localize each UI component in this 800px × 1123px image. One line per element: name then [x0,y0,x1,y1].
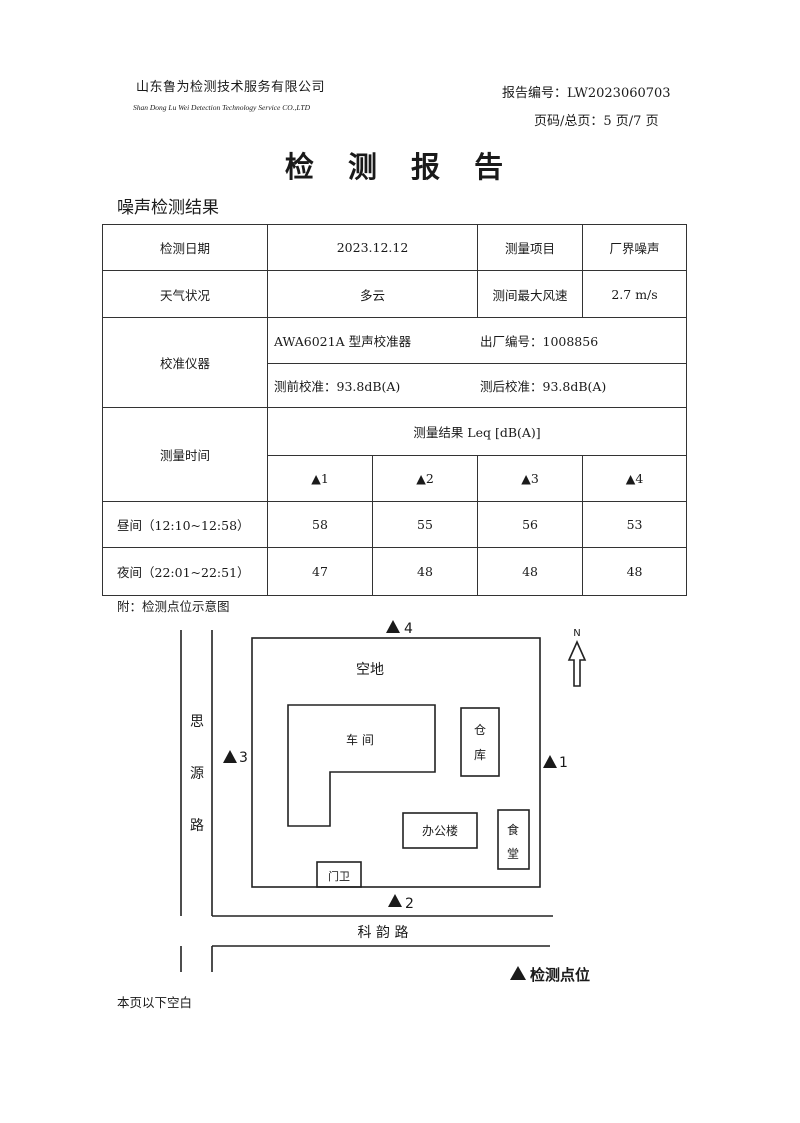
wind-value: 2.7 m/s [582,270,688,318]
calibration-after: 测后校准：93.8dB(A) [480,379,607,394]
time-label: 测量时间 [102,407,268,502]
road-west-label: 思 [190,714,204,730]
warehouse-building [460,707,500,777]
date-value: 2023.12.12 [266,224,479,271]
row-value: 48 [582,547,688,596]
row-value: 55 [371,501,479,548]
row-value: 48 [477,547,584,596]
calibration-serial: 出厂编号：1008856 [480,334,599,349]
point-4-marker-icon [386,620,400,633]
row-value: 58 [267,501,373,548]
weather-label: 天气状况 [102,270,268,318]
point-1-label: 1 [559,755,568,771]
company-name-en: Shan Dong Lu Wei Detection Technology Se… [133,103,310,112]
calibration-label: 校准仪器 [102,317,268,408]
road-west-label: 源 [190,766,204,782]
noise-results-table: 检测日期 2023.12.12 测量项目 厂界噪声 天气状况 多云 测间最大风速… [102,224,688,596]
point-header: ▲3 [477,455,584,502]
attachment-note: 附：检测点位示意图 [117,599,230,614]
point-1-marker-icon [543,755,557,768]
company-name-cn: 山东鲁为检测技术服务有限公司 [136,80,326,95]
row-value: 56 [477,501,584,548]
point-2-marker-icon [388,894,402,907]
table-row: 昼间（12:10~12:58） 58 55 56 53 [102,501,688,548]
canteen-label: 堂 [507,847,519,861]
monitoring-point-map: 空地 车 间 仓 库 办公楼 食 堂 门卫 思 源 路 科 韵 路 4 1 2 … [180,620,590,984]
office-label: 办公楼 [422,823,458,838]
warehouse-label: 仓 [474,723,486,737]
site-boundary [251,637,541,888]
north-label: N [573,628,580,639]
section-title: 噪声检测结果 [117,198,219,218]
item-label: 测量项目 [477,224,584,271]
calibration-check-row: 测前校准：93.8dB(A) 测后校准：93.8dB(A) [266,363,688,408]
row-value: 53 [582,501,688,548]
calibration-device-row: AWA6021A 型声校准器 出厂编号：1008856 [266,317,688,364]
canteen-building [497,809,530,870]
legend-marker-icon [510,966,526,980]
office-building [402,812,478,849]
workshop-label: 车 间 [346,732,374,747]
calibration-before: 测前校准：93.8dB(A) [274,379,401,394]
road-west-label: 路 [190,818,204,834]
point-3-marker-icon [223,750,237,763]
workshop-building [287,704,436,827]
calibration-device: AWA6021A 型声校准器 [274,334,412,349]
row-value: 47 [267,547,373,596]
legend-label: 检测点位 [530,966,590,984]
table-row: 夜间（22:01~22:51） 47 48 48 48 [102,547,688,596]
wind-label: 测间最大风速 [477,270,584,318]
point-header: ▲4 [582,455,688,502]
document-title: 检 测 报 告 [284,150,516,184]
result-header: 测量结果 Leq [dB(A)] [266,407,688,456]
row-value: 48 [371,547,479,596]
footer-note: 本页以下空白 [117,995,193,1010]
weather-value: 多云 [266,270,479,318]
warehouse-label: 库 [474,747,486,762]
gate-label: 门卫 [328,869,350,883]
point-header: ▲2 [371,455,479,502]
road-south-label: 科 韵 路 [358,925,409,941]
row-time: 夜间（22:01~22:51） [102,547,268,596]
point-2-label: 2 [405,896,414,912]
item-value: 厂界噪声 [582,224,688,271]
row-time: 昼间（12:10~12:58） [102,501,268,548]
page-number: 页码/总页：5 页/7 页 [534,114,659,129]
canteen-label: 食 [507,822,519,837]
open-space-label: 空地 [356,662,384,678]
point-4-label: 4 [404,621,413,637]
gate-house [316,861,362,888]
point-3-label: 3 [239,750,248,766]
report-number: 报告编号：LW2023060703 [502,86,671,101]
date-label: 检测日期 [102,224,268,271]
point-header: ▲1 [267,455,373,502]
north-arrow-icon [567,640,587,687]
